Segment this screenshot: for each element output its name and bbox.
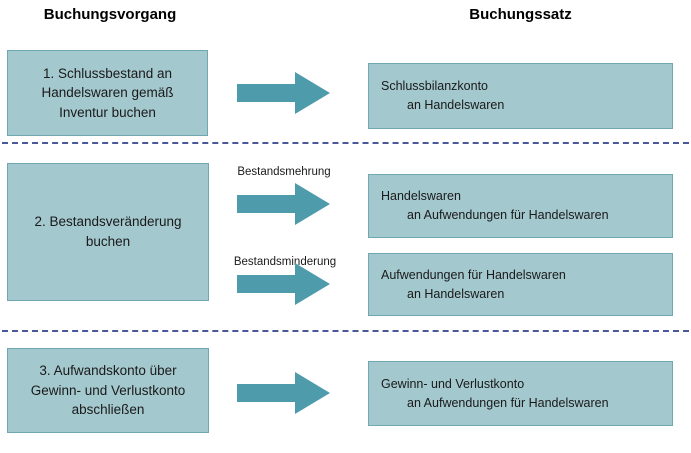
arrow-label-bestandsminderung: Bestandsminderung — [233, 256, 337, 268]
entry-line-1: Aufwendungen für Handelswaren — [381, 267, 566, 282]
process-box-step-2: 2. Bestandsveränderung buchen — [7, 163, 209, 301]
entry-line-2: an Handelswaren — [407, 98, 505, 112]
arrow-step-2-bestandsminderung — [237, 263, 330, 305]
process-box-step-3: 3. Aufwandskonto über Gewinn- und Verlus… — [7, 348, 209, 433]
entry-box-step-2-bestandsmehrung: Handelswaren an Aufwendungen für Handels… — [368, 174, 673, 238]
arrow-step-1 — [237, 72, 330, 114]
entry-box-step-3: Gewinn- und Verlustkonto an Aufwendungen… — [368, 361, 673, 426]
entry-line-2: an Aufwendungen für Handelswaren — [407, 395, 609, 410]
entry-box-step-1: Schlussbilanzkonto an Handelswaren — [368, 63, 673, 129]
arrow-label-bestandsmehrung: Bestandsmehrung — [237, 166, 331, 178]
section-divider-2 — [2, 330, 689, 332]
entry-line-1: Gewinn- und Verlustkonto — [381, 376, 525, 391]
entry-line-1: Handelswaren — [381, 189, 461, 204]
arrow-step-3 — [237, 372, 330, 414]
entry-line-2: an Aufwendungen für Handelswaren — [407, 208, 609, 222]
column-header-buchungssatz: Buchungssatz — [469, 6, 572, 23]
entry-box-step-2-bestandsminderung: Aufwendungen für Handelswaren an Handels… — [368, 253, 673, 316]
entry-line-2: an Handelswaren — [407, 286, 505, 301]
section-divider-1 — [2, 142, 689, 144]
arrow-step-2-bestandsmehrung — [237, 183, 330, 225]
entry-line-1: Schlussbilanzkonto — [381, 79, 489, 94]
column-header-buchungsvorgang: Buchungsvorgang — [43, 6, 177, 23]
process-box-step-1: 1. Schlussbestand an Handelswaren gemäß … — [7, 50, 208, 136]
